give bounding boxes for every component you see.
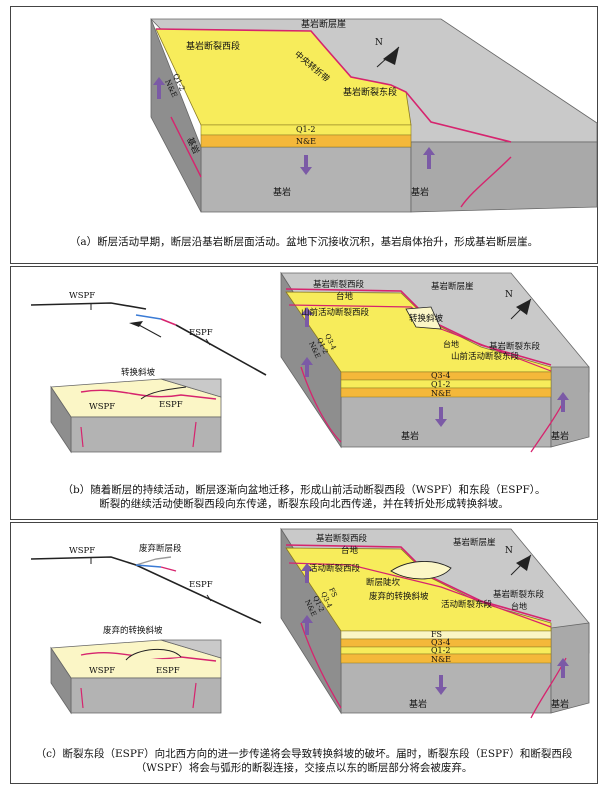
label-b-bedrock-front: 基岩: [401, 430, 419, 442]
panel-a-block-diagram: N 基岩断层崖 基岩断裂西段 中央转折带 基岩断裂东段 Q1-2 N&E Q1-…: [150, 18, 598, 213]
label-bedrock-front: 基岩: [273, 186, 291, 198]
layer-ne: [200, 134, 412, 148]
label-b-active-west: 山前活动断裂西段: [301, 307, 370, 318]
label-b-east-segment: 基岩断裂东段: [489, 341, 541, 352]
label-c-bedrock-right: 基岩: [551, 698, 569, 710]
label-c-terrace2: 台地: [511, 601, 527, 611]
label-c-fault-scarp: 基岩断层崖: [453, 537, 496, 548]
small-block: [50, 378, 222, 454]
uplift-arrow-left: [153, 77, 165, 99]
label-b-bedrock-right: 基岩: [551, 430, 569, 442]
label-b-active-east: 山前活动断裂东段: [451, 351, 520, 362]
label-b-q34: Q3-4: [431, 371, 450, 380]
fault-map-sketch-c: [30, 556, 262, 624]
label-b-ramp: 转换斜坡: [409, 313, 444, 324]
label-c-abandoned-ramp: 废弃的转换斜坡: [369, 591, 429, 602]
caption-b-line2: 断裂的继续活动使断裂西段向东传递，断裂东段向北西传递，并在转折处形成转换斜坡。: [99, 498, 509, 510]
label-fault-scarp: 基岩断层崖: [301, 18, 346, 30]
panel-c-diagrams: WSPF 废弃断层段 ESPF 废弃的转换斜坡 WSPF ESPF: [30, 527, 590, 719]
panel-b-diagrams: WSPF ESPF 转换斜坡 WSPF ESPF: [30, 271, 590, 454]
map-label-espf: ESPF: [189, 328, 213, 338]
label-bedrock-right: 基岩: [411, 186, 429, 198]
panel-c: WSPF 废弃断层段 ESPF 废弃的转换斜坡 WSPF ESPF: [10, 522, 598, 784]
panel-a: N 基岩断层崖 基岩断裂西段 中央转折带 基岩断裂东段 Q1-2 N&E Q1-…: [10, 6, 598, 264]
fault-map-sketch: [30, 302, 267, 376]
label-b-ne: N&E: [431, 389, 451, 398]
label-c-terrace: 台地: [341, 545, 359, 556]
fault-trace-left: [170, 116, 202, 178]
large-block-c: [280, 527, 590, 719]
panel-b: WSPF ESPF 转换斜坡 WSPF ESPF: [10, 266, 598, 520]
caption-c-line1: （c）断裂东段（ESPF）向北西方向的进一步传递将会导致转换斜坡的破坏。届时，断…: [35, 748, 573, 760]
label-ne: N&E: [296, 137, 316, 146]
north-label: N: [375, 38, 383, 48]
map-label-c-wspf: WSPF: [69, 546, 95, 556]
small-label-espf: ESPF: [159, 400, 183, 410]
caption-a: （a）断层活动早期，断层沿基岩断层面活动。盆地下沉接收沉积，基岩扇体抬升，形成基…: [69, 236, 539, 248]
label-c-fs: FS: [431, 630, 442, 639]
fault-line: [155, 28, 512, 143]
map-label-wspf: WSPF: [69, 291, 95, 301]
label-east-segment: 基岩断裂东段: [343, 86, 397, 98]
label-west-segment: 基岩断裂西段: [186, 40, 240, 52]
map-label-c-espf: ESPF: [189, 580, 213, 590]
map-label-c-abandoned: 废弃断层段: [139, 543, 182, 554]
small-label-c-wspf: WSPF: [89, 666, 115, 676]
label-c-q34: Q3-4: [431, 638, 450, 647]
small-label-ramp: 转换斜坡: [121, 367, 156, 378]
label-c-active-east: 活动断裂东段: [441, 599, 493, 610]
small-label-c-espf: ESPF: [156, 666, 180, 676]
north-label-b: N: [505, 290, 513, 300]
bedrock-left-face: [150, 18, 202, 213]
label-c-ne: N&E: [431, 655, 451, 664]
label-q12: Q1-2: [296, 125, 315, 134]
fault-trace-right: [460, 156, 512, 208]
label-b-q12: Q1-2: [431, 380, 450, 389]
bedrock-right-face: [410, 141, 598, 213]
label-c-active-west: 活动断裂西段: [309, 563, 361, 574]
label-c-west-segment: 基岩断裂西段: [316, 533, 368, 544]
small-block-c: [50, 639, 222, 715]
small-label-wspf: WSPF: [89, 402, 115, 412]
large-block: [280, 271, 590, 453]
caption-c-line2: （WSPF）将会与弧形的断裂连接，交接点以东的断层部分将会被废弃。: [135, 762, 473, 774]
label-b-terrace2: 台地: [443, 339, 459, 349]
label-c-bedrock-front: 基岩: [409, 698, 427, 710]
subsidence-arrow: [300, 155, 312, 175]
uplift-arrow-right: [423, 147, 435, 169]
label-c-side-fs: FS: [327, 586, 338, 598]
caption-b-line1: （b）随着断层的持续活动，断层逐渐向盆地迁移，形成山前活动断裂西段（WSPF）和…: [62, 484, 546, 496]
label-c-east-segment: 基岩断裂东段: [493, 589, 545, 600]
north-label-c: N: [505, 546, 513, 556]
label-c-q12: Q1-2: [431, 646, 450, 655]
label-b-fault-scarp: 基岩断层崖: [431, 281, 474, 292]
north-arrow-icon: [376, 46, 400, 68]
label-c-scarp: 断层陡坎: [366, 577, 401, 588]
label-b-west-segment: 基岩断裂西段: [313, 279, 365, 290]
small-label-c-abandoned-ramp: 废弃的转换斜坡: [103, 625, 163, 636]
label-b-terrace: 台地: [336, 291, 354, 302]
